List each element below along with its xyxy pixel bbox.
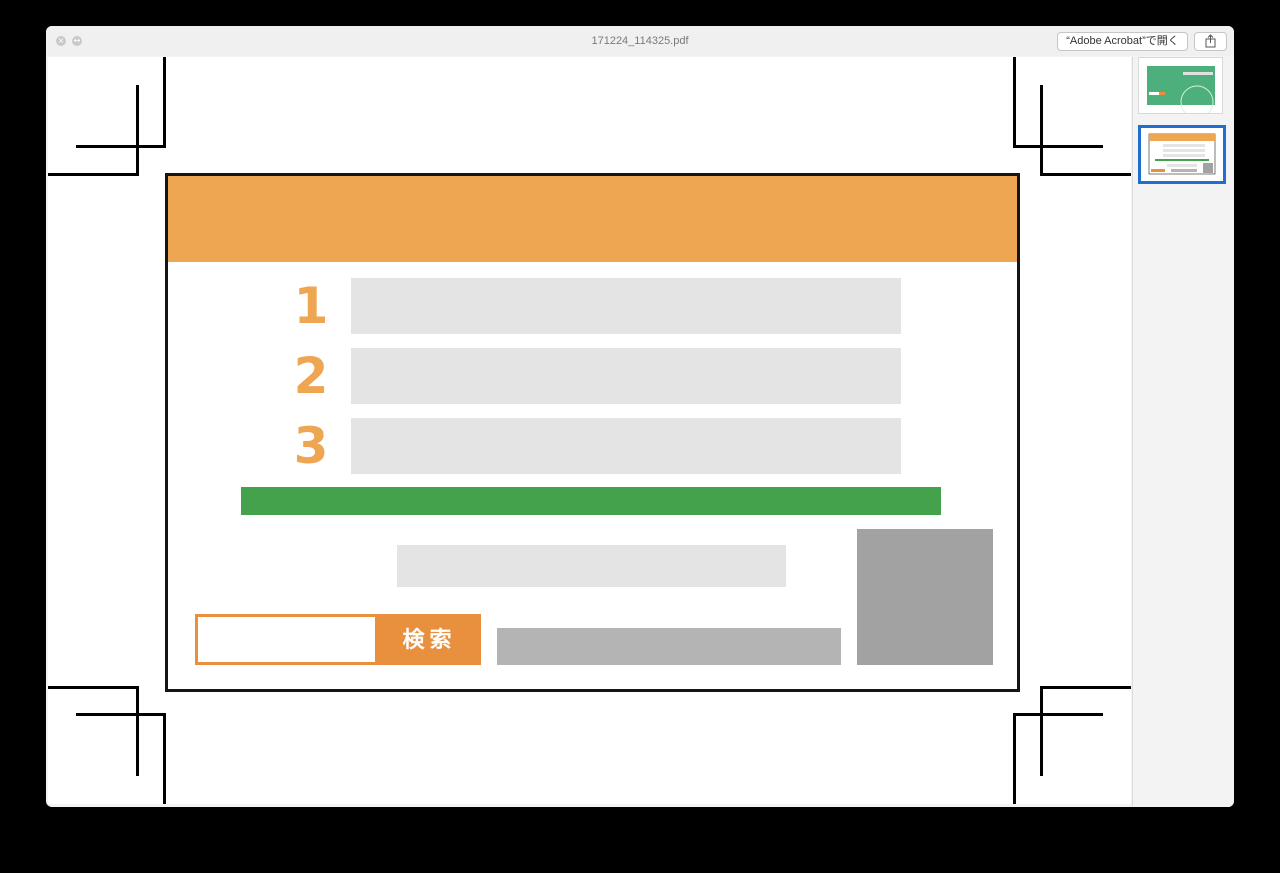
list-bar-2 bbox=[351, 348, 901, 404]
expand-icon: ↔ bbox=[73, 36, 81, 45]
share-icon bbox=[1205, 34, 1216, 48]
crop-mark bbox=[163, 57, 166, 146]
search-button-mock: 検索 bbox=[378, 614, 481, 665]
crop-mark bbox=[1013, 145, 1103, 148]
crop-mark bbox=[1042, 686, 1131, 689]
list-number-1: 1 bbox=[293, 277, 329, 335]
list-number-2: 2 bbox=[293, 347, 329, 405]
thumbnail-sidebar bbox=[1132, 57, 1234, 807]
list-bar-1 bbox=[351, 278, 901, 334]
green-banner bbox=[241, 487, 941, 515]
close-icon: × bbox=[57, 36, 65, 45]
crop-mark bbox=[1040, 686, 1043, 776]
pdf-page: 1 2 3 検索 bbox=[48, 57, 1131, 804]
quicklook-window: 171224_114325.pdf × ↔ “Adobe Acrobat”で開く bbox=[46, 26, 1234, 807]
fullscreen-button[interactable]: ↔ bbox=[72, 36, 82, 46]
crop-mark bbox=[48, 173, 137, 176]
crop-mark bbox=[136, 85, 139, 176]
search-input-mock bbox=[195, 614, 378, 665]
placeholder-bar bbox=[497, 628, 841, 665]
page-thumbnail-2[interactable] bbox=[1138, 125, 1226, 184]
thumbnail-page-2-preview bbox=[1141, 128, 1223, 181]
crop-mark bbox=[1042, 173, 1131, 176]
list-bar-3 bbox=[351, 418, 901, 474]
window-title: 171224_114325.pdf bbox=[591, 35, 689, 47]
crop-mark bbox=[48, 686, 137, 689]
thumbnail-page-1-preview bbox=[1139, 58, 1222, 113]
crop-mark bbox=[136, 686, 139, 776]
share-button[interactable] bbox=[1194, 32, 1227, 51]
page-thumbnail-1[interactable] bbox=[1138, 57, 1223, 114]
placeholder-block bbox=[397, 545, 786, 587]
list-number-3: 3 bbox=[293, 417, 329, 475]
crop-mark bbox=[1013, 57, 1016, 146]
crop-mark bbox=[1013, 715, 1016, 804]
header-band bbox=[168, 176, 1017, 262]
crop-mark bbox=[1013, 713, 1103, 716]
title-bar: 171224_114325.pdf × ↔ “Adobe Acrobat”で開く bbox=[46, 26, 1234, 56]
crop-mark bbox=[76, 713, 166, 716]
open-with-acrobat-button[interactable]: “Adobe Acrobat”で開く bbox=[1057, 32, 1188, 51]
close-button[interactable]: × bbox=[56, 36, 66, 46]
crop-mark bbox=[163, 715, 166, 804]
crop-mark bbox=[1040, 85, 1043, 176]
image-placeholder bbox=[857, 529, 993, 665]
crop-mark bbox=[76, 145, 166, 148]
mockup-frame: 1 2 3 検索 bbox=[165, 173, 1020, 692]
